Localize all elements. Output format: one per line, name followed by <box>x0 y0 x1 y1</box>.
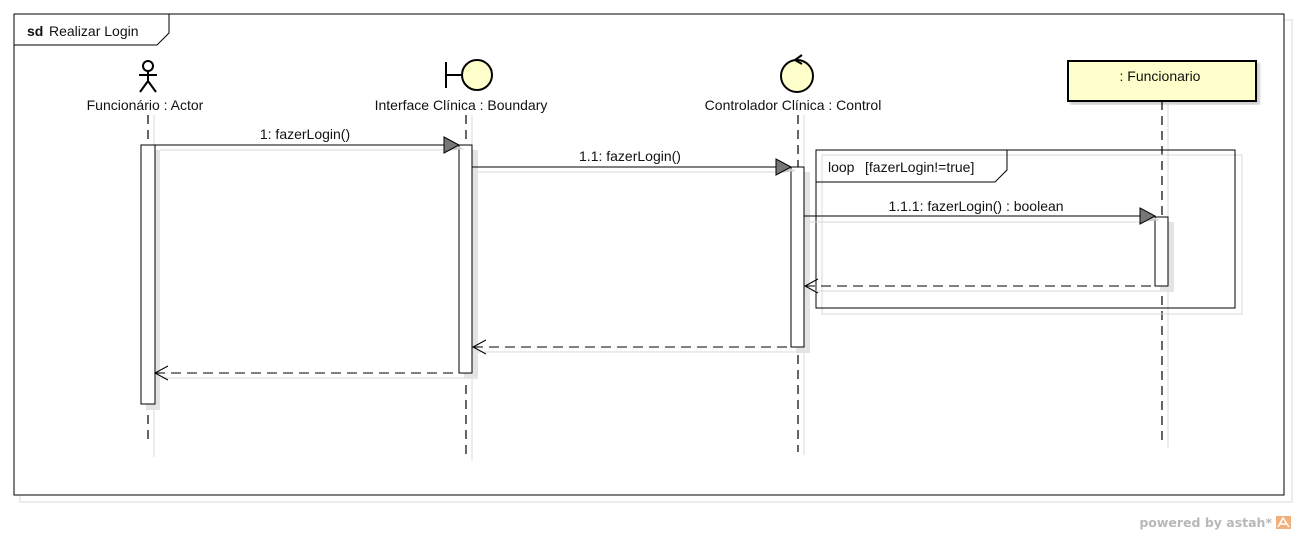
frame-keyword: sd <box>27 23 43 39</box>
boundary-icon <box>445 59 493 91</box>
activation-actor <box>140 144 160 410</box>
lifeline-label-boundary: Interface Clínica : Boundary <box>375 97 548 113</box>
activation-object <box>1154 216 1174 292</box>
frame-title: Realizar Login <box>49 23 139 39</box>
loop-operator: loop <box>828 159 855 175</box>
loop-fragment[interactable] <box>815 149 1243 315</box>
message-1-1-label: 1.1: fazerLogin() <box>579 148 681 164</box>
actor-icon <box>139 60 157 93</box>
astah-logo-icon <box>1276 516 1291 529</box>
message-1-1-1-arrow[interactable] <box>804 207 1160 225</box>
object-box <box>1067 60 1257 102</box>
reply-boundary-to-actor-arrow[interactable] <box>153 365 464 381</box>
lifeline-label-object: : Funcionario <box>1120 68 1201 84</box>
activation-control <box>790 166 810 353</box>
lifeline-label-control: Controlador Clínica : Control <box>705 97 882 113</box>
control-icon <box>780 54 814 93</box>
loop-guard: [fazerLogin!=true] <box>865 159 974 175</box>
activation-boundary <box>458 144 478 379</box>
reply-control-to-boundary-arrow[interactable] <box>471 339 796 355</box>
lifeline-label-actor: Funcionário : Actor <box>87 97 204 113</box>
message-1-1-1-label: 1.1.1: fazerLogin() : boolean <box>888 198 1063 214</box>
message-1-label: 1: fazerLogin() <box>260 126 350 142</box>
message-1-arrow[interactable] <box>155 136 464 154</box>
message-1-1-arrow[interactable] <box>472 158 796 176</box>
astah-watermark: powered by astah* <box>1139 515 1272 530</box>
reply-object-to-control-arrow[interactable] <box>803 278 1160 294</box>
